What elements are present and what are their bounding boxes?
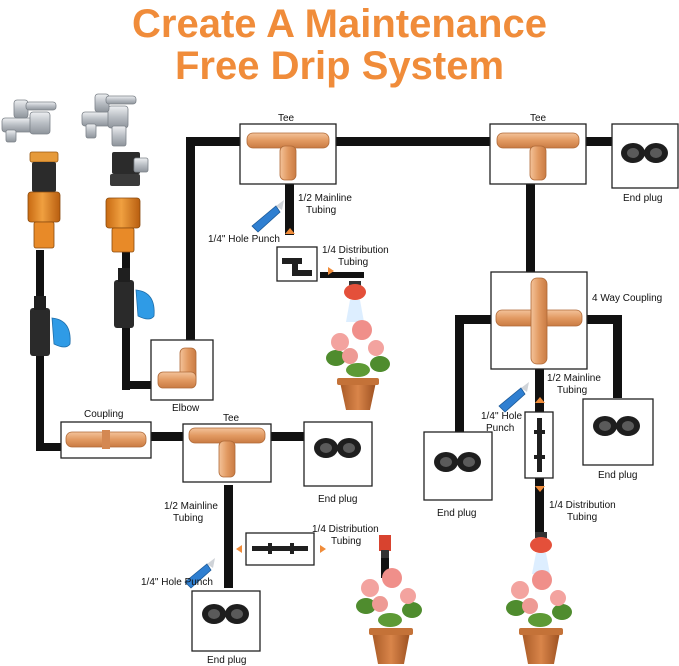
elbow-fitting-icon: [157, 347, 197, 389]
faucet-icon: [1, 99, 57, 143]
label-end-plug-right: End plug: [598, 470, 638, 481]
barbed-connector-icon: [282, 258, 312, 276]
hose-connector-icon: [105, 152, 149, 253]
hole-punch-icon: [498, 382, 529, 413]
tee-fitting-icon: [496, 132, 580, 181]
flower-pot-icon: [506, 570, 572, 664]
end-plug-icon: [621, 143, 668, 163]
label-coupling: Coupling: [84, 409, 124, 420]
label-distribution-1b: Tubing: [338, 257, 369, 268]
label-end-plug-mid: End plug: [318, 494, 358, 505]
hole-punch-icon: [184, 558, 215, 589]
label-distribution-1a: 1/4 Distribution: [322, 245, 389, 256]
label-distribution-2a: 1/4 Distribution: [549, 500, 616, 511]
drip-emitter-icon: [379, 535, 391, 558]
end-plug-icon: [314, 438, 361, 458]
drip-emitter-icon: [530, 532, 552, 574]
ball-valve-icon: [114, 268, 155, 328]
flower-pot-icon: [326, 320, 390, 410]
hose-connector-icon: [27, 151, 61, 249]
end-plug-icon: [434, 452, 481, 472]
label-distribution-3a: 1/4 Distribution: [312, 524, 379, 535]
label-end-plug-top-right: End plug: [623, 193, 663, 204]
label-mainline-3b: Tubing: [173, 513, 204, 524]
label-distribution-2b: Tubing: [567, 512, 598, 523]
label-hole-punch-3: 1/4" Hole Punch: [141, 577, 213, 588]
label-mainline-1a: 1/2 Mainline: [298, 193, 352, 204]
tee-fitting-icon: [188, 427, 266, 478]
label-mainline-1b: Tubing: [306, 205, 337, 216]
label-end-plug-mid-right: End plug: [437, 508, 477, 519]
title-line-2: Free Drip System: [174, 44, 505, 88]
label-elbow: Elbow: [172, 403, 200, 414]
end-plug-icon: [202, 604, 249, 624]
label-distribution-3b: Tubing: [331, 536, 362, 547]
label-tee-top-left: Tee: [278, 113, 295, 124]
faucet-icon: [81, 93, 137, 147]
label-hole-punch-2b: Punch: [486, 423, 515, 434]
label-four-way: 4 Way Coupling: [592, 293, 663, 304]
label-hole-punch-2a: 1/4'' Hole: [481, 411, 523, 422]
hole-punch-icon: [251, 200, 284, 233]
ball-valve-icon: [30, 296, 71, 356]
label-tee-top-right: Tee: [530, 113, 547, 124]
label-mainline-2b: Tubing: [557, 385, 588, 396]
label-end-plug-bottom: End plug: [207, 655, 247, 666]
four-way-coupling-icon: [495, 277, 583, 365]
barbed-connector-icon: [252, 543, 308, 554]
tee-fitting-icon: [246, 132, 330, 181]
label-hole-punch-1: 1/4" Hole Punch: [208, 234, 280, 245]
label-mainline-2a: 1/2 Mainline: [547, 373, 601, 384]
flower-pot-icon: [356, 568, 422, 664]
coupling-fitting-icon: [65, 430, 147, 449]
arrow-icon: [236, 228, 545, 553]
label-mainline-3a: 1/2 Mainline: [164, 501, 218, 512]
label-tee-bottom: Tee: [223, 413, 240, 424]
drip-emitter-icon: [344, 281, 366, 322]
title-line-1: Create A Maintenance: [132, 2, 547, 46]
barbed-connector-icon: [534, 418, 545, 472]
end-plug-icon: [593, 416, 640, 436]
